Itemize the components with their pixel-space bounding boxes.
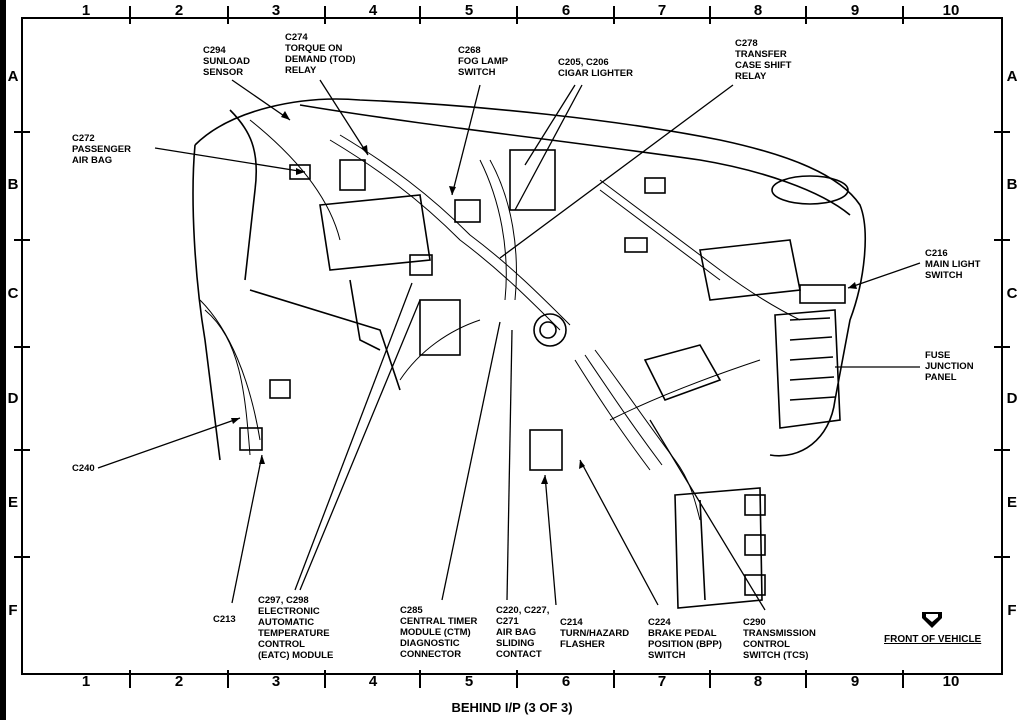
col-3-top: 3: [271, 2, 281, 19]
callout-c268-fog-lamp-switch: C268 FOG LAMP SWITCH: [458, 45, 509, 78]
col-9-bottom: 9: [850, 673, 860, 690]
row-f-right: F: [1007, 602, 1017, 619]
wire-harness: [199, 119, 801, 521]
col-5-top: 5: [464, 2, 474, 19]
row-b-right: B: [1006, 176, 1018, 193]
col-3-bottom: 3: [271, 673, 281, 690]
col-6-top: 6: [561, 2, 571, 19]
callout-c205-cigar-lighter: C205, C206 CIGAR LIGHTER: [558, 57, 633, 79]
front-arrow-icon: [922, 612, 942, 628]
row-a-right: A: [1006, 68, 1018, 85]
row-e-left: E: [7, 494, 18, 511]
col-4-top: 4: [368, 2, 378, 19]
page-caption: BEHIND I/P (3 OF 3): [451, 700, 573, 715]
callout-c220-air-bag-contact: C220, C227, C271 AIR BAG SLIDING CONTACT: [496, 605, 550, 660]
col-7-top: 7: [657, 2, 667, 19]
row-a-left: A: [7, 68, 19, 85]
col-2-bottom: 2: [174, 673, 184, 690]
callout-c214-flasher: C214 TURN/HAZARD FLASHER: [560, 617, 630, 650]
callout-c224-bpp-switch: C224 BRAKE PEDAL POSITION (BPP) SWITCH: [648, 617, 722, 661]
col-8-top: 8: [753, 2, 763, 19]
row-f-left: F: [8, 602, 18, 619]
row-d-left: D: [7, 390, 19, 407]
leader-lines: [97, 79, 921, 611]
callout-c272-passenger-air-bag: C272 PASSENGER AIR BAG: [72, 133, 131, 166]
callout-c213: C213: [213, 614, 236, 625]
callout-c278-transfer-case-relay: C278 TRANSFER CASE SHIFT RELAY: [735, 38, 792, 82]
col-2-top: 2: [174, 2, 184, 19]
row-b-left: B: [7, 176, 19, 193]
callout-c240: C240: [72, 463, 95, 474]
callout-c297-eatc-module: C297, C298 ELECTRONIC AUTOMATIC TEMPERAT…: [258, 595, 334, 661]
front-of-vehicle-label: FRONT OF VEHICLE: [884, 634, 982, 645]
instrument-panel-outline: [192, 98, 866, 609]
col-6-bottom: 6: [561, 673, 571, 690]
col-9-top: 9: [850, 2, 860, 19]
col-7-bottom: 7: [657, 673, 667, 690]
leader-arrowheads: [231, 111, 857, 484]
callout-c290-tcs: C290 TRANSMISSION CONTROL SWITCH (TCS): [743, 617, 816, 661]
col-10-top: 10: [942, 2, 960, 19]
col-1-bottom: 1: [81, 673, 91, 690]
left-edge-bar: [0, 0, 6, 720]
row-c-left: C: [7, 285, 19, 302]
col-8-bottom: 8: [753, 673, 763, 690]
col-1-top: 1: [81, 2, 91, 19]
row-c-right: C: [1006, 285, 1018, 302]
callout-c285-ctm-connector: C285 CENTRAL TIMER MODULE (CTM) DIAGNOST…: [400, 605, 478, 660]
row-e-right: E: [1006, 494, 1017, 511]
col-4-bottom: 4: [368, 673, 378, 690]
row-ticks: [14, 131, 1010, 558]
callout-fuse-junction-panel: FUSE JUNCTION PANEL: [925, 350, 974, 383]
callout-c216-main-light-switch: C216 MAIN LIGHT SWITCH: [925, 248, 981, 281]
col-5-bottom: 5: [464, 673, 474, 690]
col-10-bottom: 10: [942, 673, 960, 690]
callout-c274-tod-relay: C274 TORQUE ON DEMAND (TOD) RELAY: [285, 32, 356, 76]
callout-c294-sunload-sensor: C294 SUNLOAD SENSOR: [203, 45, 250, 78]
row-d-right: D: [1006, 390, 1018, 407]
column-ticks: [129, 6, 904, 688]
